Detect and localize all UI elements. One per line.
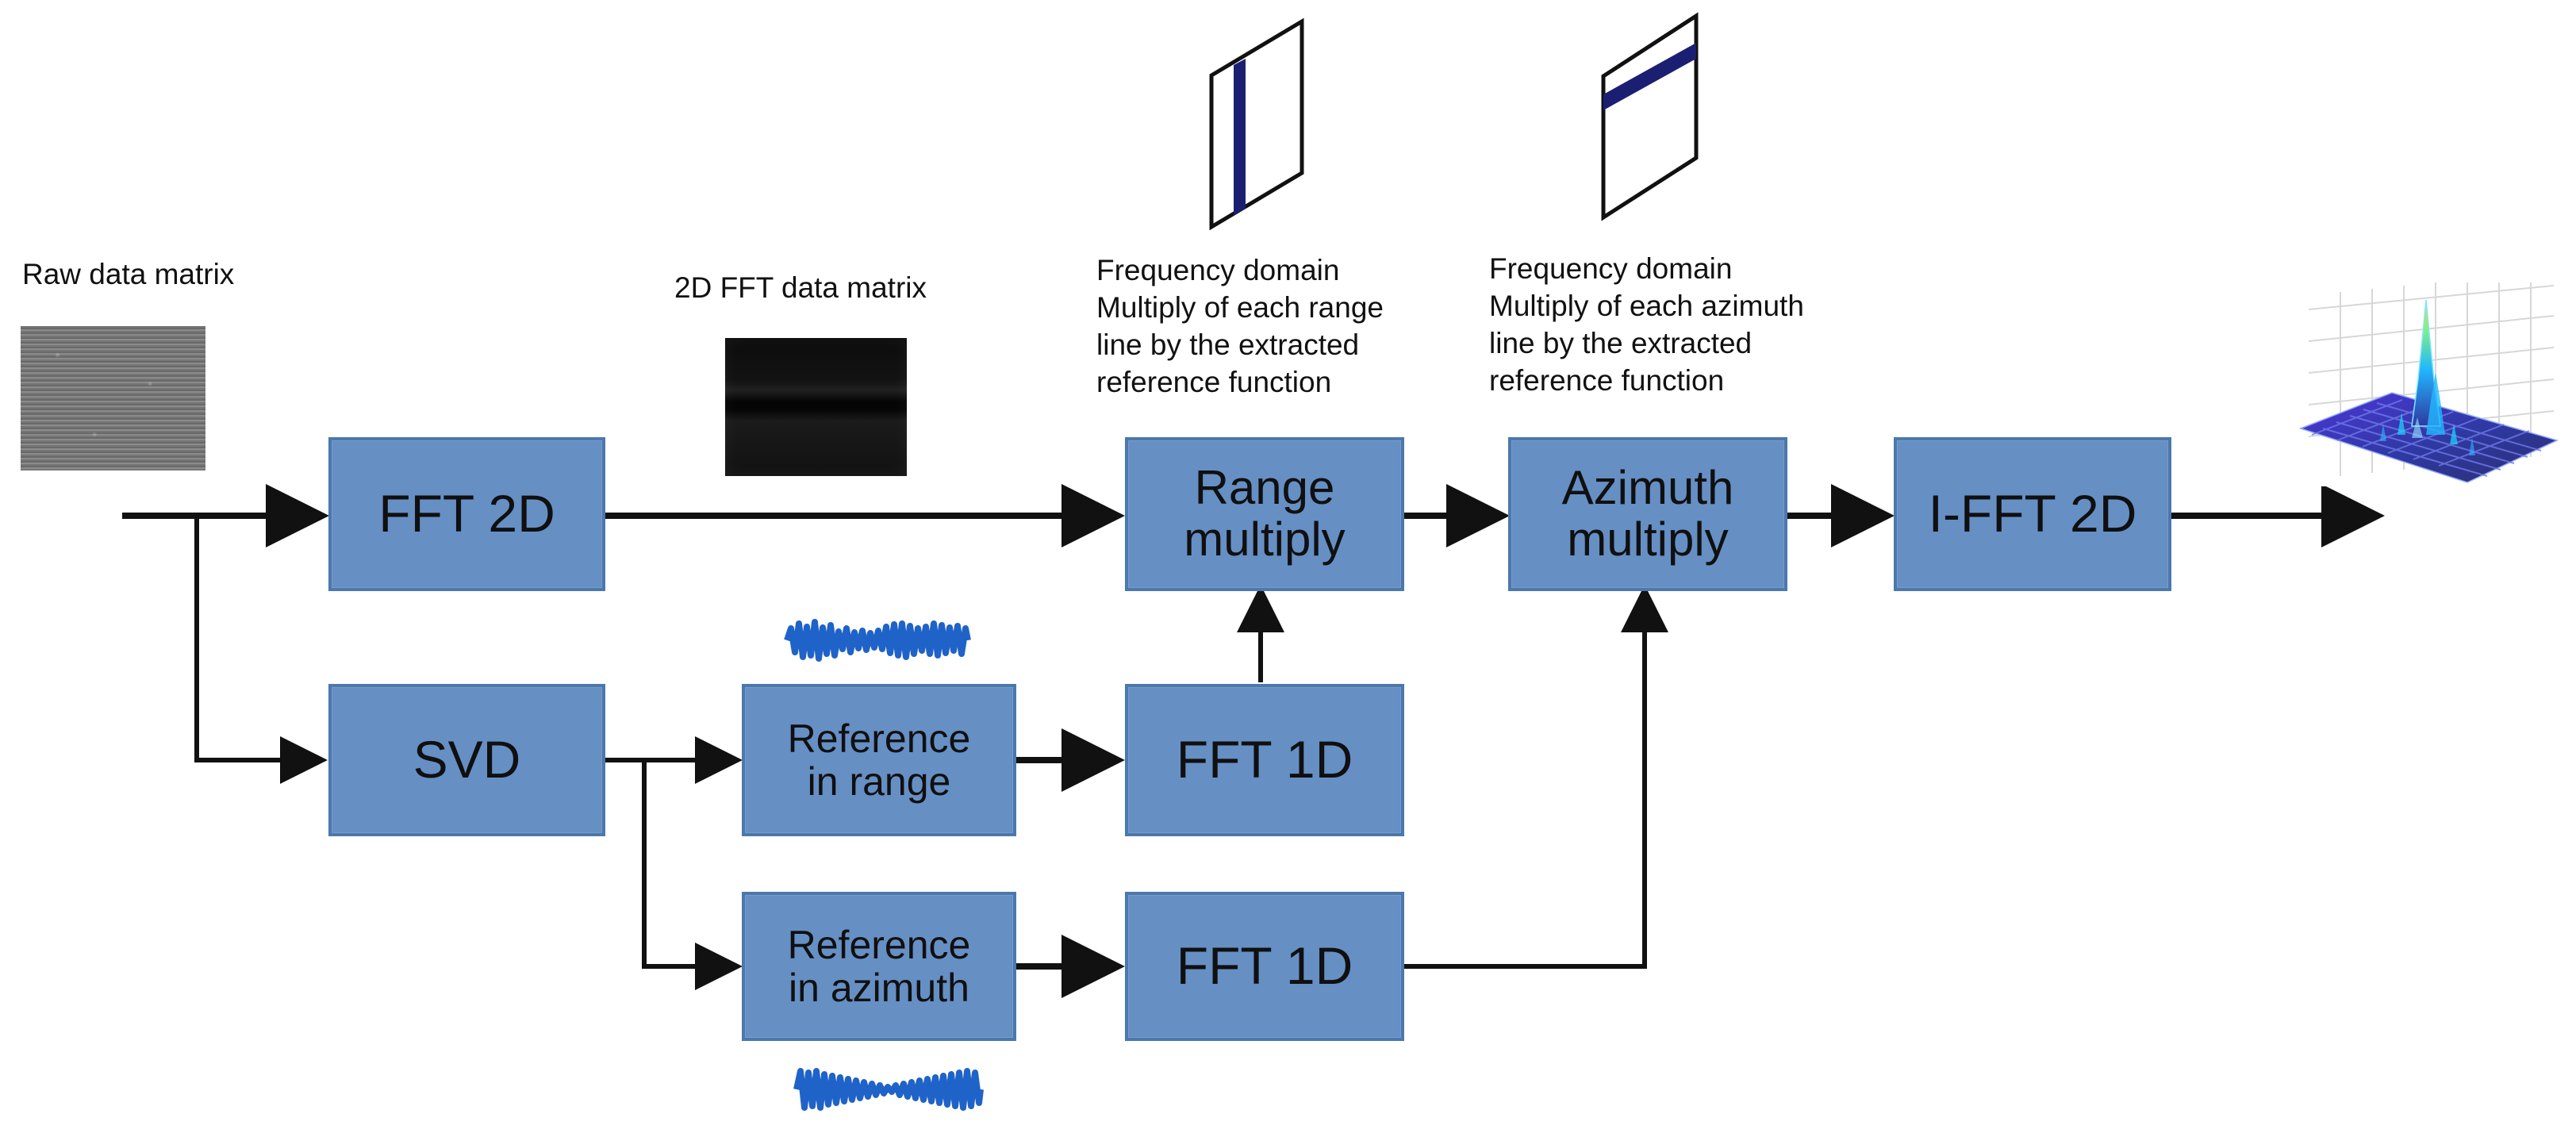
- raw-data-matrix-image: [21, 326, 205, 470]
- fft-1d-bottom-block: FFT 1D: [1125, 892, 1404, 1041]
- range-reference-signal: [784, 616, 971, 665]
- fft-data-matrix-label: 2D FFT data matrix: [674, 271, 927, 304]
- raw-data-matrix-label: Raw data matrix: [22, 258, 235, 290]
- azimuth-signal-wave: [793, 1068, 984, 1111]
- ifft-2d-block: I-FFT 2D: [1894, 437, 2171, 591]
- azimuth-sketch-plane: [1601, 12, 1699, 221]
- range-signal-wave: [784, 619, 971, 662]
- azimuth-frequency-note: Frequency domain Multiply of each azimut…: [1489, 252, 1804, 397]
- azimuth-frequency-sketch: [1601, 12, 1699, 221]
- fft-data-matrix-image: [725, 338, 907, 476]
- azimuth-sketch-stripe: [1603, 43, 1696, 110]
- range-sketch-plane: [1209, 17, 1304, 231]
- reference-in-range-block: Reference in range: [742, 684, 1016, 836]
- azimuth-multiply-block: Azimuth multiply: [1508, 437, 1787, 591]
- azimuth-reference-signal: [793, 1063, 984, 1116]
- fft1d-bottom-to-azimuth-multiply-line: [1404, 585, 1668, 969]
- branch-to-svd-line: [194, 516, 328, 784]
- range-frequency-note: Frequency domain Multiply of each range …: [1096, 254, 1384, 398]
- main-connectors: [122, 484, 2385, 998]
- fft-1d-top-block: FFT 1D: [1125, 684, 1404, 836]
- output-surface-plot: [2297, 282, 2559, 486]
- reference-in-azimuth-block: Reference in azimuth: [742, 892, 1016, 1041]
- fft-2d-block: FFT 2D: [328, 437, 605, 591]
- svd-to-reference-azimuth-line: [642, 760, 743, 990]
- range-frequency-sketch: [1209, 17, 1304, 231]
- svd-block: SVD: [328, 684, 605, 836]
- range-sketch-stripe: [1234, 59, 1246, 215]
- range-multiply-block: Range multiply: [1125, 437, 1404, 591]
